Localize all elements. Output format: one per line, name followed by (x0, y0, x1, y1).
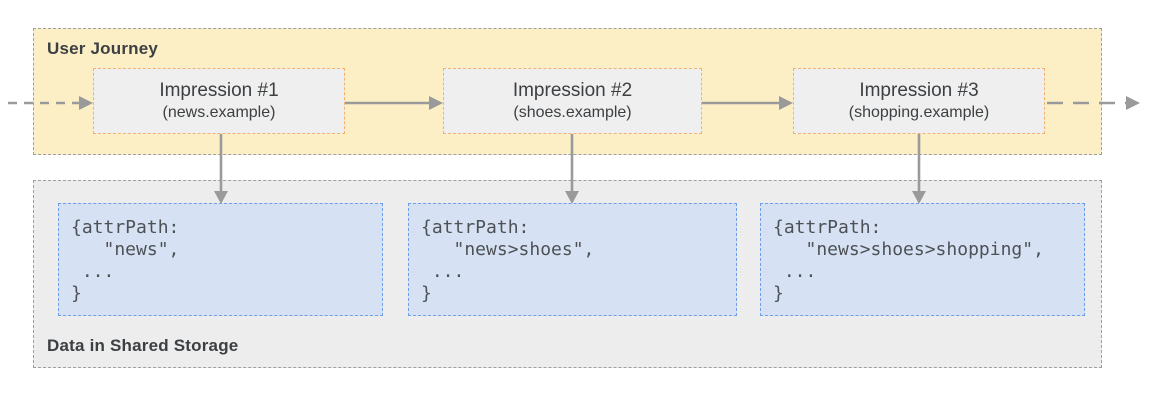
impression-site: (shopping.example) (848, 104, 990, 121)
storage-record-box-2: {attrPath: "news>shoes", ... } (408, 203, 737, 316)
storage-record-box-3: {attrPath: "news>shoes>shopping", ... } (760, 203, 1085, 316)
impression-box-1: Impression #1 (news.example) (93, 68, 345, 134)
impression-box-2: Impression #2 (shoes.example) (443, 68, 702, 134)
storage-record-code: {attrPath: "news>shoes", ... } (421, 217, 595, 304)
impression-title: Impression #1 (159, 80, 279, 101)
impression-title: Impression #2 (512, 80, 633, 101)
impression-site: (shoes.example) (513, 104, 632, 121)
storage-record-box-1: {attrPath: "news", ... } (58, 203, 383, 316)
impression-site: (news.example) (162, 104, 276, 121)
impression-box-3: Impression #3 (shopping.example) (793, 68, 1045, 134)
storage-record-code: {attrPath: "news>shoes>shopping", ... } (773, 217, 1044, 304)
shared-storage-label: Data in Shared Storage (47, 336, 239, 355)
storage-record-code: {attrPath: "news", ... } (71, 217, 180, 304)
user-journey-label: User Journey (47, 39, 159, 58)
impression-title: Impression #3 (859, 80, 979, 101)
